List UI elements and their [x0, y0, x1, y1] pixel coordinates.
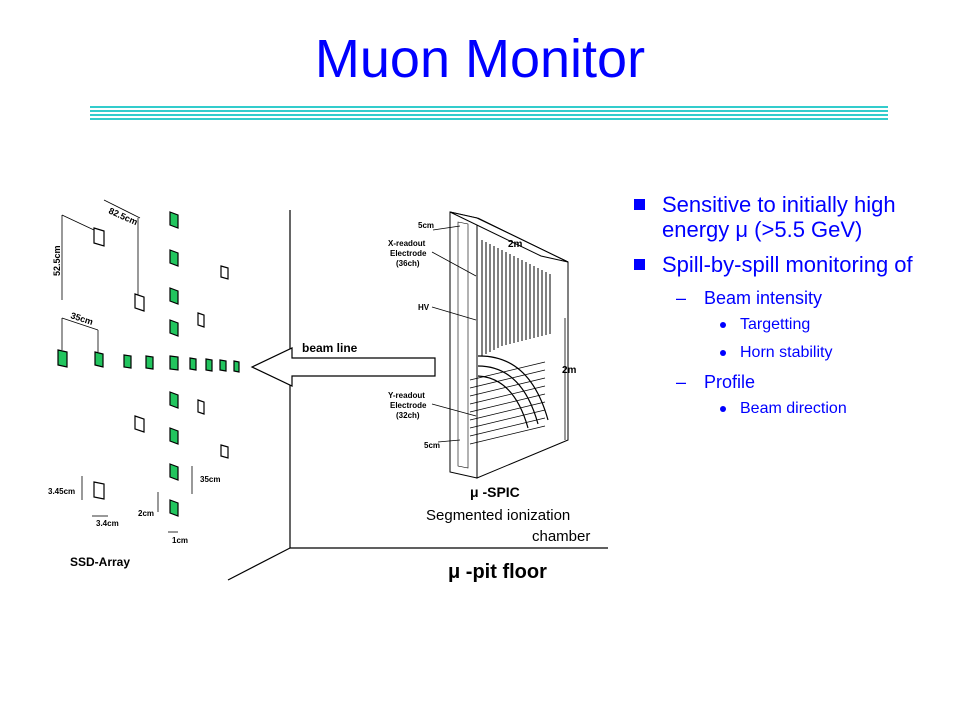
ssd-detector [169, 211, 179, 229]
ssd-detector [197, 399, 205, 415]
ssd-detector [220, 265, 229, 280]
ssd-detector [169, 427, 179, 445]
bullet-text: Spill-by-spill monitoring of [662, 252, 913, 277]
dim-2m-top-label: 2m [508, 239, 523, 250]
ssd-detector [57, 349, 68, 368]
ssd-detector [93, 481, 105, 500]
y-readout-label-3: (32ch) [396, 411, 420, 420]
dim-3-4cm-label: 3.4cm [96, 519, 119, 528]
dot-bullet-icon [720, 322, 726, 328]
ssd-detector [219, 359, 227, 372]
y-readout-label-1: Y-readout [388, 391, 425, 400]
ssd-detector [169, 391, 179, 409]
ssd-detector [233, 360, 240, 373]
hv-label: HV [418, 303, 430, 312]
ssd-detector [197, 312, 205, 328]
sub-bullet-item: –Profile [632, 371, 932, 393]
ssd-detector [134, 293, 145, 312]
bullet-list: Sensitive to initially high energy μ (>5… [632, 192, 932, 427]
ssd-detector [123, 354, 132, 369]
dim-35cm-bottom-label: 35cm [200, 475, 220, 484]
subsub-bullet-text: Beam direction [740, 400, 847, 417]
sub-bullet-text: Profile [704, 372, 756, 392]
subsub-bullet-text: Horn stability [740, 344, 833, 361]
spic-caption-2: chamber [532, 528, 590, 545]
ssd-array [57, 211, 240, 517]
pit-floor-label: μ -pit floor [448, 561, 547, 583]
ssd-detector [169, 463, 179, 481]
dim-3-45cm-label: 3.45cm [48, 487, 75, 496]
spic-label: μ -SPIC [470, 484, 520, 500]
bullet-text: Sensitive to initially high energy μ (>5… [662, 192, 896, 242]
subsub-bullet-item: Horn stability [632, 343, 932, 363]
ssd-detector [169, 319, 179, 337]
ssd-detector [94, 351, 104, 368]
sub-bullet-text: Beam intensity [704, 288, 823, 308]
dim-52-5cm-label: 52.5cm [52, 245, 62, 276]
dim-5cm-top-label: 5cm [418, 221, 434, 230]
dot-bullet-icon [720, 406, 726, 412]
ssd-array-label: SSD-Array [70, 555, 130, 569]
dim-2cm-label: 2cm [138, 509, 154, 518]
bullet-item: Sensitive to initially high energy μ (>5… [632, 192, 932, 242]
ssd-detector [189, 357, 197, 371]
ssd-detector [205, 358, 213, 372]
ssd-detector [93, 227, 105, 247]
spic-chamber [449, 211, 569, 479]
spic-caption-1: Segmented ionization [426, 507, 570, 524]
subsub-bullet-item: Targetting [632, 315, 932, 335]
dim-82-5cm-label: 82.5cm [107, 206, 139, 228]
square-bullet-icon [634, 259, 645, 270]
ssd-detector [145, 355, 154, 370]
title-underline [90, 106, 888, 120]
x-readout-label-2: Electrode [390, 249, 427, 258]
slide-title: Muon Monitor [314, 29, 646, 89]
x-readout-label-1: X-readout [388, 239, 426, 248]
ssd-detector [169, 355, 179, 371]
ssd-detector [169, 287, 179, 305]
dim-1cm-label: 1cm [172, 536, 188, 545]
x-readout-label-3: (36ch) [396, 259, 420, 268]
dot-bullet-icon [720, 350, 726, 356]
dash-bullet-icon: – [676, 372, 687, 392]
dim-2m-top-line [477, 217, 569, 263]
ssd-detector [220, 444, 229, 459]
subsub-bullet-text: Targetting [740, 316, 811, 333]
bullet-item: Spill-by-spill monitoring of [632, 252, 932, 277]
ssd-detector [169, 249, 179, 267]
ssd-detector [134, 415, 145, 433]
dash-bullet-icon: – [676, 288, 687, 308]
y-readout-label-2: Electrode [390, 401, 427, 410]
pit-corner-line [227, 547, 291, 581]
ssd-detector [169, 499, 179, 517]
subsub-bullet-item: Beam direction [632, 399, 932, 419]
dim-5cm-bottom-label: 5cm [424, 441, 440, 450]
beam-line-arrow [250, 347, 436, 387]
square-bullet-icon [634, 199, 645, 210]
sub-bullet-item: –Beam intensity [632, 287, 932, 309]
beam-line-label: beam line [302, 341, 358, 355]
dim-2m-right-label: 2m [562, 365, 577, 376]
